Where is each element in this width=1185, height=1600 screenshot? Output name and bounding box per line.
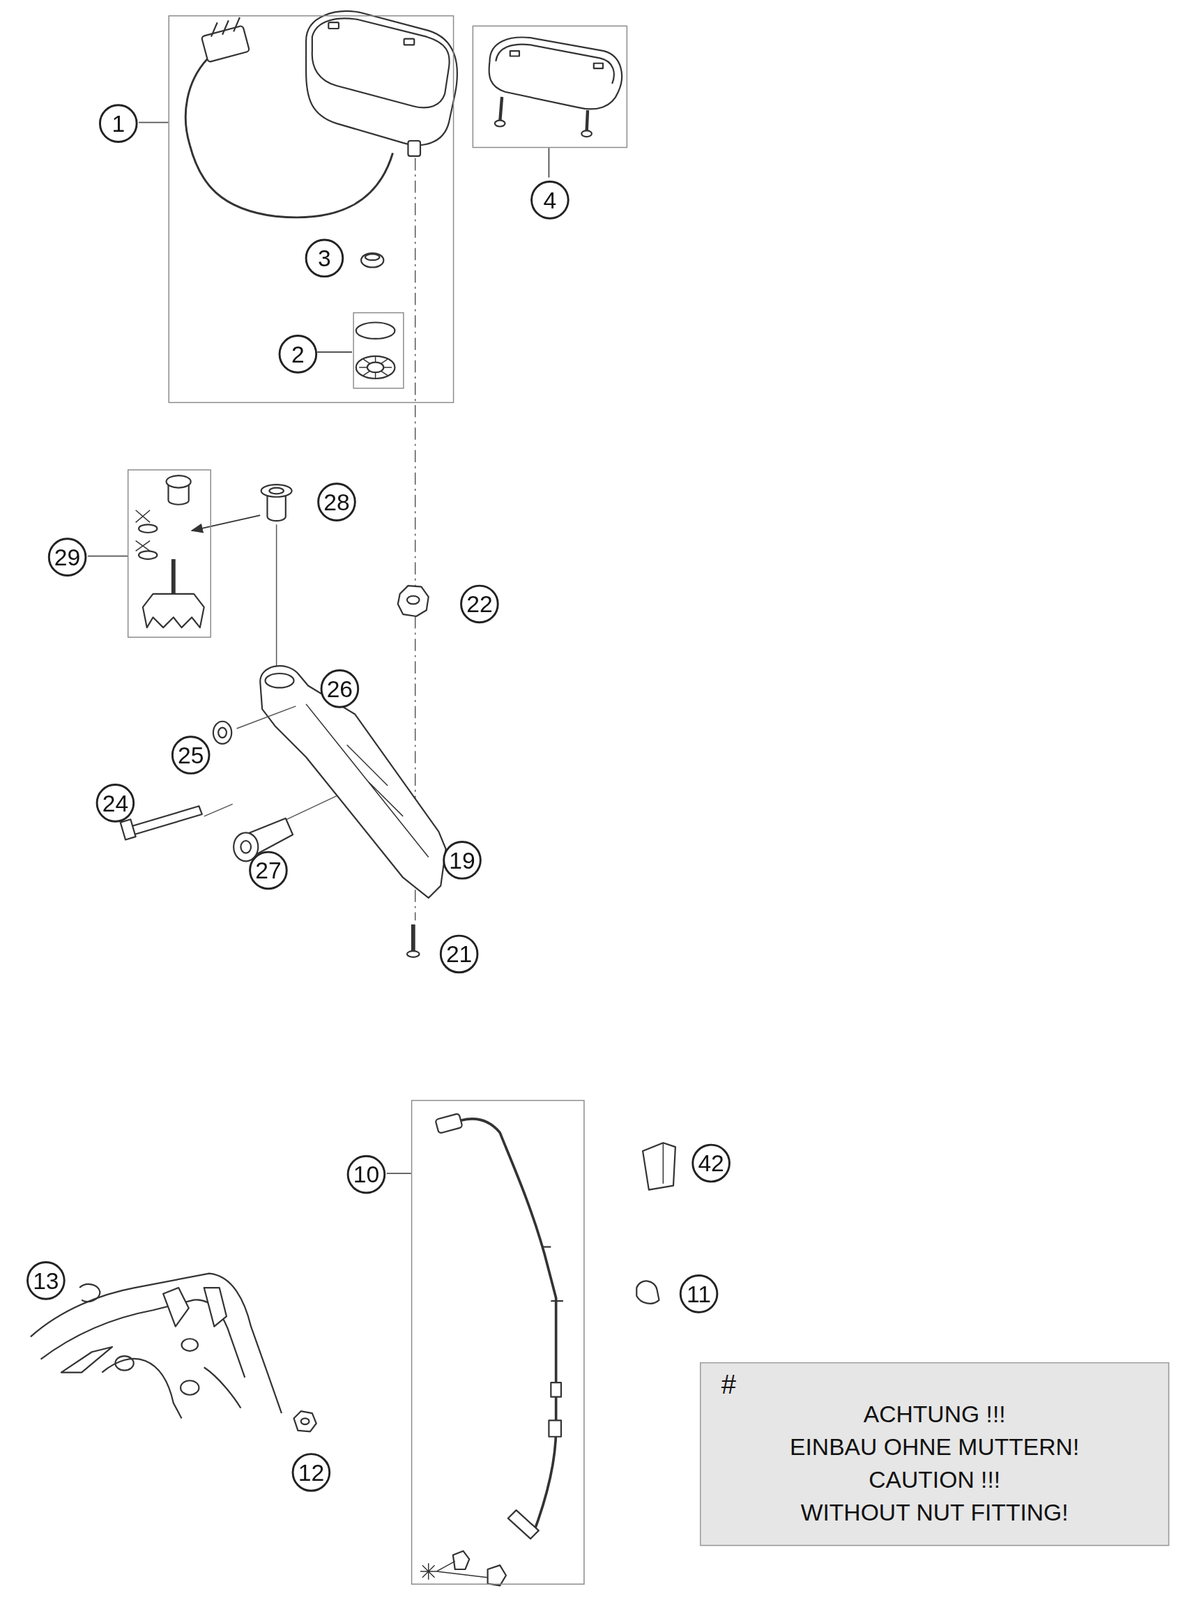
- nut-12: [294, 1410, 317, 1432]
- fastener-lines: [204, 706, 337, 829]
- callout-number: 19: [442, 840, 482, 880]
- speedometer: [185, 11, 458, 218]
- part-2: [356, 322, 396, 378]
- note-text: CAUTION !!!: [868, 1463, 1001, 1496]
- callout-number: 24: [96, 783, 136, 823]
- callout-number: 10: [347, 1155, 387, 1195]
- nut-22: [398, 585, 429, 617]
- callout-number: 28: [317, 482, 357, 522]
- screw-21: [407, 924, 420, 958]
- sensor-cable-10: [420, 1113, 564, 1586]
- callout-number: 1: [98, 103, 139, 143]
- kit-29-parts: [135, 475, 205, 628]
- cover-part-4: [489, 37, 622, 138]
- callout-number: 21: [439, 934, 479, 974]
- note-box: # ACHTUNG !!!EINBAU OHNE MUTTERN!CAUTION …: [699, 1362, 1169, 1546]
- note-mark: #: [721, 1371, 737, 1398]
- callout-number: 26: [320, 669, 360, 709]
- note-text: EINBAU OHNE MUTTERN!: [789, 1430, 1080, 1464]
- callout-number: 3: [305, 238, 345, 278]
- part-3: [361, 253, 384, 267]
- callout-number: 13: [26, 1260, 66, 1301]
- fork-bracket: [30, 1273, 282, 1419]
- callout-number: 27: [248, 851, 288, 891]
- callout-number: 22: [460, 584, 500, 624]
- callout-number: 12: [292, 1452, 332, 1492]
- group-box: 4: [472, 25, 628, 149]
- callout-number: 25: [171, 735, 211, 775]
- group-box: 12: [167, 15, 454, 403]
- callout-number: 2: [278, 334, 318, 374]
- note-text: ACHTUNG !!!: [863, 1397, 1006, 1431]
- callout-number: 29: [48, 537, 88, 577]
- grommet-28: [191, 484, 292, 668]
- group-box: 10: [411, 1099, 585, 1585]
- leader-lines: [87, 122, 550, 1174]
- callout-number: 42: [691, 1143, 731, 1183]
- note-text: WITHOUT NUT FITTING!: [800, 1495, 1069, 1529]
- callout-number: 11: [679, 1274, 719, 1314]
- bracket-26: [260, 665, 446, 898]
- washer-25: [213, 721, 232, 744]
- ring-13: [79, 1283, 100, 1302]
- clip-11: [636, 1280, 659, 1303]
- group-box: 29: [127, 469, 212, 638]
- callout-number: 4: [530, 180, 570, 220]
- part-42: [642, 1142, 676, 1190]
- group-box: 2: [352, 312, 404, 389]
